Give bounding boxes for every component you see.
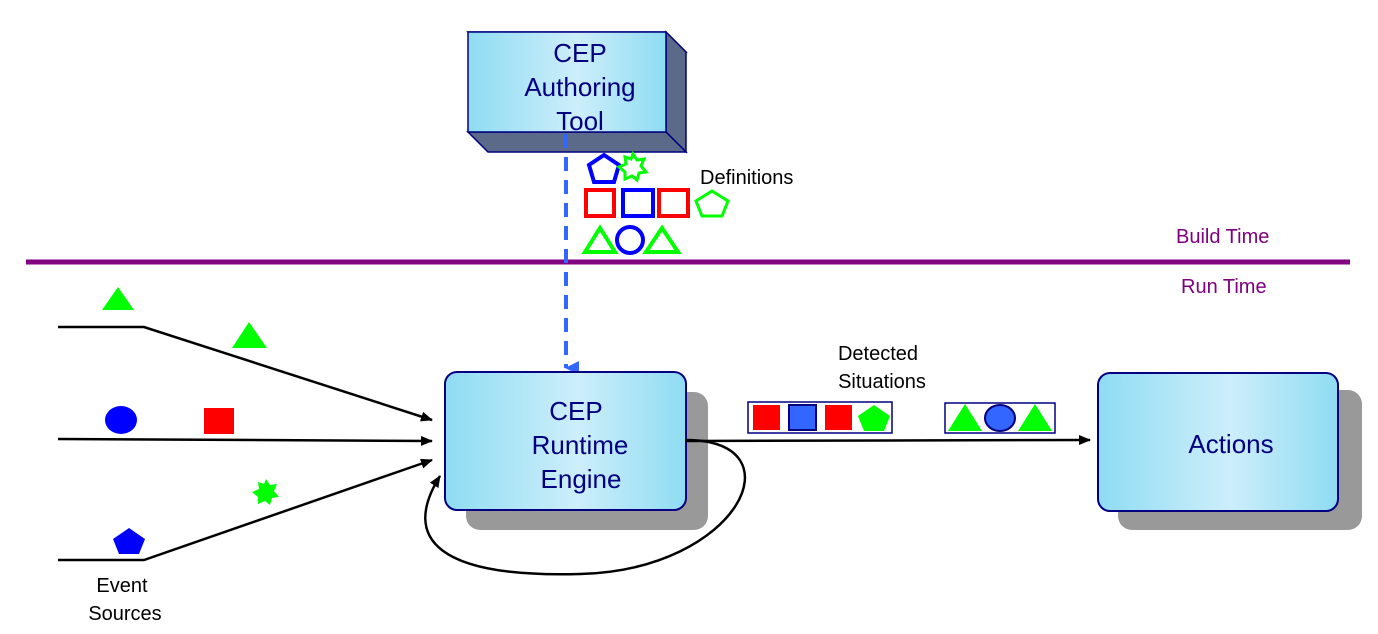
event-triangle-green-1: [102, 287, 134, 310]
actions-label: Actions: [1188, 429, 1273, 459]
event-stream-bottom: [58, 458, 433, 562]
event-shapes: [102, 287, 279, 554]
runtime-engine-label-2: Runtime: [532, 430, 629, 460]
definition-circle-blue: [615, 225, 645, 255]
build-time-label: Build Time: [1176, 226, 1269, 248]
event-square-red: [204, 408, 234, 434]
event-source-lines: [57, 325, 433, 562]
situation-group-1: [747, 401, 893, 434]
actions-box: [1097, 372, 1339, 512]
detected-situations-label-2: Situations: [838, 371, 926, 393]
event-stream-middle: [57, 435, 433, 446]
definition-triangle-green-2: [642, 224, 682, 254]
authoring-tool-box: [466, 30, 688, 154]
event-circle-blue: [105, 406, 137, 434]
detected-situations-label-1: Detected: [838, 343, 918, 365]
authoring-tool-label-3: Tool: [556, 106, 604, 136]
authoring-tool-label-1: CEP: [553, 38, 606, 68]
feedback-loop-arrow: [424, 438, 746, 576]
runtime-engine-label-3: Engine: [541, 464, 622, 494]
definitions-label: Definitions: [700, 167, 793, 189]
event-star-green: [252, 479, 279, 505]
situation-group-2: [944, 402, 1056, 434]
event-triangle-green-2: [232, 322, 267, 348]
definition-square-red-2: [657, 188, 690, 218]
definition-square-red-1: [584, 188, 616, 218]
situations-output-arrow: [685, 435, 1091, 446]
event-sources-label-2: Sources: [88, 603, 161, 625]
definition-star-green: [616, 150, 649, 183]
definition-triangle-green-1: [581, 224, 619, 254]
definition-pentagon-blue: [586, 152, 622, 184]
run-time-label: Run Time: [1181, 276, 1267, 298]
runtime-engine-label-1: CEP: [549, 396, 602, 426]
definition-pentagon-green: [694, 189, 730, 218]
event-sources-label-1: Event: [96, 575, 148, 597]
event-pentagon-blue: [113, 528, 145, 554]
event-stream-top: [58, 325, 433, 422]
definition-square-blue: [621, 188, 655, 218]
definition-shapes: [581, 150, 730, 255]
authoring-tool-label-2: Authoring: [524, 72, 635, 102]
